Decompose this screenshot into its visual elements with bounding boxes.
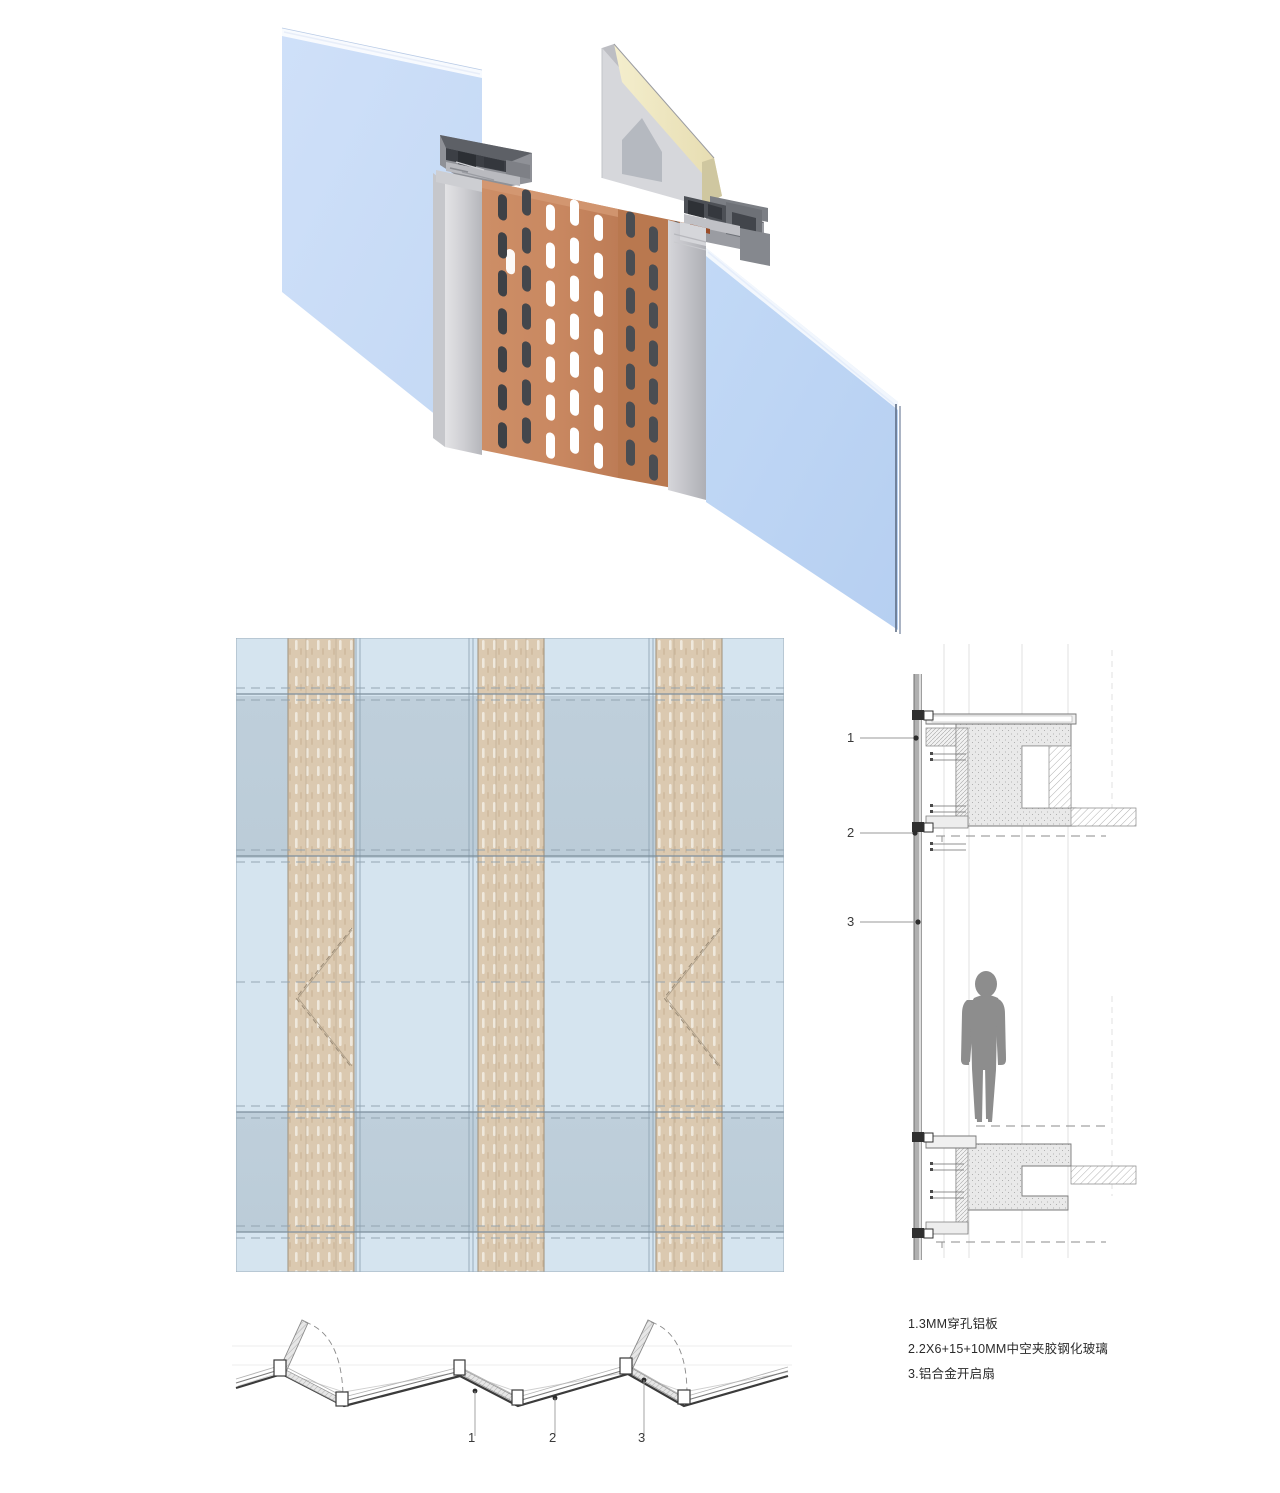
glass-panel-left — [281, 27, 483, 452]
legend-item-2: 2.2X6+15+10MM中空夹胶钢化玻璃 — [908, 1342, 1109, 1356]
panel-perforations — [498, 189, 681, 481]
section-head-detail — [912, 710, 1137, 851]
section-callout-1: 1 — [847, 730, 855, 745]
plan-callout-3: 3 — [638, 1430, 646, 1445]
plan-perforated-segment — [281, 1365, 685, 1407]
section-glass-line — [913, 674, 922, 1260]
elevation-floor-line — [236, 687, 784, 1239]
legend-item-3: 3.铝合金开启扇 — [908, 1367, 996, 1381]
vertical-section-detail — [836, 636, 1156, 1266]
aluminium-mullion-right — [668, 196, 770, 500]
insulated-spandrel-panel — [601, 43, 722, 206]
legend-item-1: 1.3MM穿孔铝板 — [908, 1317, 999, 1331]
plan-callout-1: 1 — [468, 1430, 476, 1445]
section-callout-leaders — [860, 737, 918, 923]
isometric-3d-detail — [270, 10, 920, 660]
section-callout-2: 2 — [847, 825, 855, 840]
section-sill-detail — [912, 1125, 1137, 1248]
elevation-perforated-strip — [287, 638, 723, 1272]
plan-operable-vent — [273, 1319, 691, 1407]
glass-panel-right — [706, 248, 901, 634]
elevation-vent-symbol — [295, 927, 721, 1069]
aluminium-mullion-left — [433, 135, 532, 455]
human-silhouette-body — [961, 996, 1006, 1119]
perforated-aluminium-panel — [482, 180, 700, 493]
plan-callout-2: 2 — [549, 1430, 557, 1445]
section-callout-3: 3 — [847, 914, 855, 929]
facade-elevation — [236, 638, 784, 1272]
material-legend: 1.3MM穿孔铝板 2.2X6+15+10MM中空夹胶钢化玻璃 3.铝合金开启扇 — [908, 1312, 1238, 1387]
horizontal-plan-detail — [232, 1302, 792, 1452]
plan-callout-leaders — [472, 1377, 647, 1436]
